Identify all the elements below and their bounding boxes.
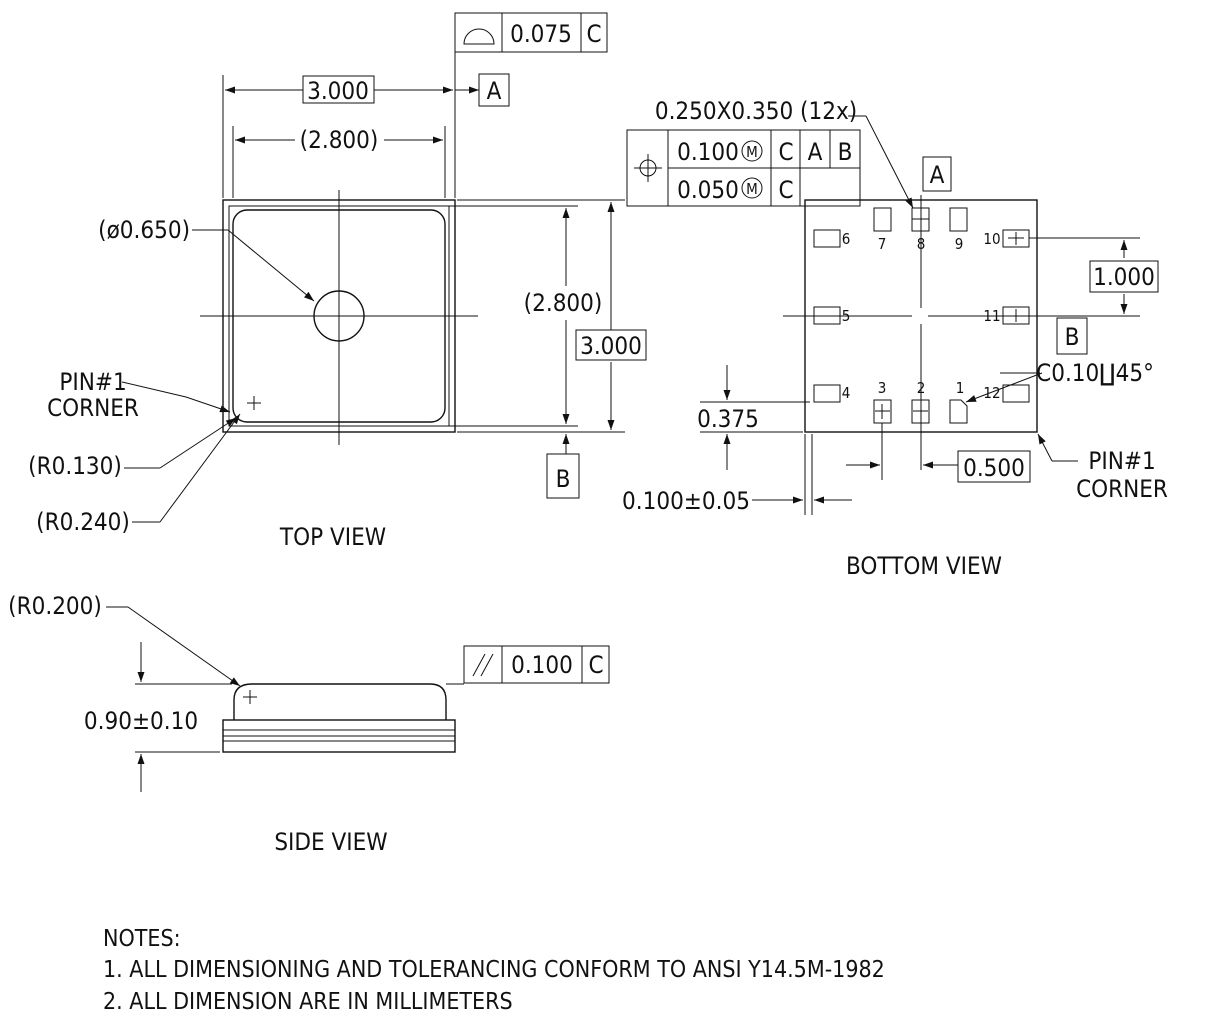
side-thickness: 0.90±0.10	[84, 707, 198, 735]
note-2: 2. ALL DIMENSION ARE IN MILLIMETERS	[103, 989, 513, 1015]
pin-label-7: 7	[878, 235, 887, 253]
mmc-label-2: M	[746, 180, 758, 198]
pad-size: 0.250X0.350 (12x)	[655, 97, 857, 125]
notes-heading: NOTES:	[103, 926, 181, 952]
pad-6	[813, 229, 841, 248]
pin1-label-line2: CORNER	[47, 394, 139, 422]
pad-2	[911, 399, 930, 424]
pad-9	[949, 207, 968, 232]
dim-pitch-v: 1.000	[1093, 263, 1155, 291]
pad-1	[949, 399, 968, 424]
parallel-fcf	[463, 645, 610, 684]
notes: NOTES: 1. ALL DIMENSIONING AND TOLERANCI…	[103, 926, 885, 1015]
pin-label-6: 6	[842, 230, 851, 248]
bottom-view-title: BOTTOM VIEW	[846, 552, 1002, 580]
pin1-bottom-line2: CORNER	[1076, 475, 1168, 503]
top-view: 3.000 (2.800) A 0.075 C (ø0.650) (2.800)	[28, 12, 647, 551]
datum-b-bottom: B	[1065, 323, 1080, 351]
pin-label-9: 9	[955, 235, 964, 253]
dim-hole: (ø0.650)	[98, 216, 190, 244]
pad-5	[813, 306, 841, 325]
pad-7	[873, 207, 892, 232]
pin-label-2: 2	[917, 379, 926, 397]
radius-outer: (R0.240)	[36, 508, 130, 536]
profile-datum: C	[586, 20, 601, 48]
pin-label-5: 5	[842, 307, 851, 325]
datum-b-top: B	[556, 465, 571, 493]
pin1-label-line1: PIN#1	[59, 368, 126, 396]
dim-gap: 0.100±0.05	[622, 487, 750, 515]
pos-tol-2-d1: C	[778, 176, 793, 204]
pos-tol-1-d1: C	[778, 138, 793, 166]
pin-label-10: 10	[983, 230, 1000, 248]
side-radius: (R0.200)	[8, 592, 102, 620]
pin-label-11: 11	[983, 307, 1000, 325]
pin-label-3: 3	[878, 379, 887, 397]
radius-inner: (R0.130)	[28, 452, 122, 480]
chamfer-label: C0.10∐45°	[1036, 359, 1154, 387]
pos-tol-2: 0.050	[677, 176, 739, 204]
dim-pitch-h: 0.500	[963, 454, 1025, 482]
parallel-icon	[472, 653, 486, 677]
pad-12	[1002, 384, 1030, 403]
profile-surface-icon	[463, 28, 495, 45]
mmc-label-1: M	[746, 143, 758, 161]
side-view: (R0.200) 0.90±0.10 0.100 C SIDE VIEW	[8, 592, 610, 856]
pin-label-4: 4	[842, 384, 851, 402]
dim-edge-offset: 0.375	[697, 405, 759, 433]
parallel-datum: C	[588, 651, 603, 679]
pos-tol-1-d2: A	[808, 138, 823, 166]
top-view-title: TOP VIEW	[279, 523, 386, 551]
bottom-view: 6 5 4 7 8 9 10 11 12 3 2 1 0.250X0.350 (…	[622, 97, 1168, 580]
dim-inner-width: (2.800)	[300, 126, 379, 154]
profile-fcf	[454, 12, 608, 53]
pos-tol-1-d3: B	[838, 138, 853, 166]
profile-tol: 0.075	[510, 20, 572, 48]
dim-inner-height: (2.800)	[524, 289, 603, 317]
pos-tol-1: 0.100	[677, 138, 739, 166]
dim-width: 3.000	[307, 77, 369, 105]
pad-4	[813, 384, 841, 403]
pin-label-8: 8	[917, 235, 926, 253]
side-body	[233, 683, 447, 720]
pin-label-12: 12	[983, 384, 1000, 402]
dim-height: 3.000	[580, 332, 642, 360]
datum-a-bottom: A	[930, 161, 945, 189]
mmc-icon-2	[741, 177, 763, 199]
datum-a-top: A	[487, 77, 502, 105]
pin-label-1: 1	[956, 379, 965, 397]
pin1-bottom-line1: PIN#1	[1088, 447, 1155, 475]
parallel-tol: 0.100	[511, 651, 573, 679]
mmc-icon-1	[741, 140, 763, 162]
side-view-title: SIDE VIEW	[274, 828, 387, 856]
note-1: 1. ALL DIMENSIONING AND TOLERANCING CONF…	[103, 957, 885, 983]
